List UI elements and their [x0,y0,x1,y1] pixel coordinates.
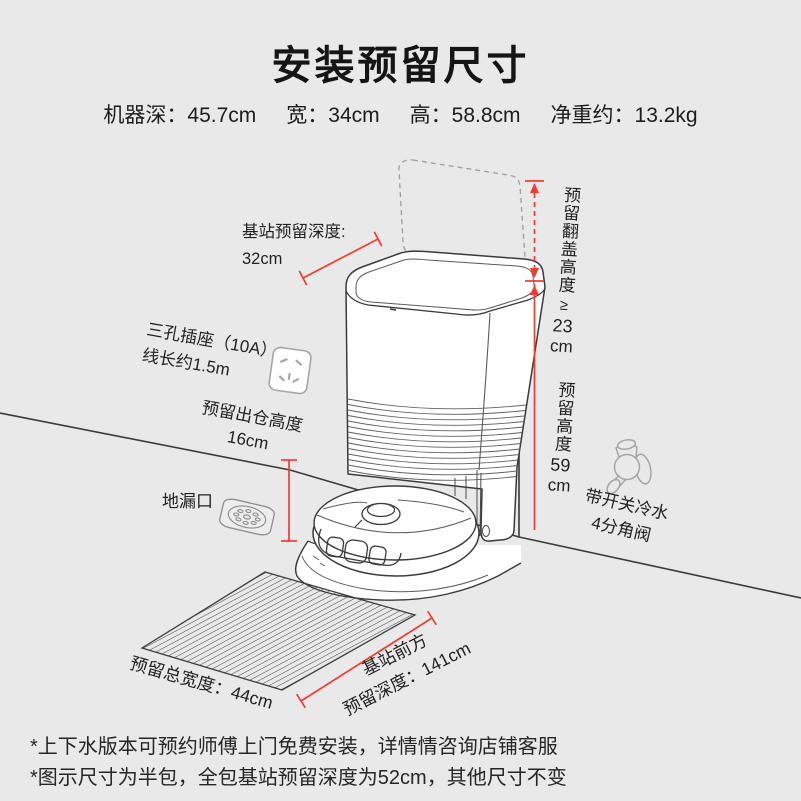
spec-height: 高：58.8cm [409,104,521,127]
clearance-mat-hatch [140,571,417,691]
floor-drain-label: 地漏口 [162,492,213,511]
robot-vacuum-illustration [312,485,480,577]
footnotes: *上下水版本可预约师傅上门免费安装，详情情咨询店铺客服 *图示尺寸为半包，全包基… [30,732,567,794]
spec-width: 宽：34cm [286,104,380,127]
footnote-plumbing: *上下水版本可预约师傅上门免费安装，详情情咨询店铺客服 [30,736,558,758]
reserved-height-measure-line [530,284,539,530]
flip-clearance-measure-line [525,180,544,282]
power-outlet-icon [268,346,312,395]
spec-depth: 机器深：45.7cm [103,104,257,127]
exit-height-measure-line [281,459,297,542]
page-title: 安装预留尺寸 [271,44,530,88]
dock-depth-label: 基站预留深度: 32cm [242,223,346,268]
measurement-marks [281,180,544,709]
flip-lid-dashed-outline [398,159,526,270]
front-depth-measure-line [295,610,438,709]
machine-specs-row: 机器深：45.7cm 宽：34cm 高：58.8cm 净重约：13.2kg [0,99,801,129]
front-bumper [318,528,402,567]
station-rib-texture [347,398,527,481]
lidar-turret [354,502,401,528]
angle-valve-icon [606,439,652,495]
floor-drain-icon [218,497,275,537]
footnote-dimensions: *图示尺寸为半包，全包基站预留深度为52cm，其他尺寸不变 [30,767,567,789]
dock-depth-measure-line [298,231,383,286]
spec-weight: 净重约：13.2kg [550,104,698,127]
